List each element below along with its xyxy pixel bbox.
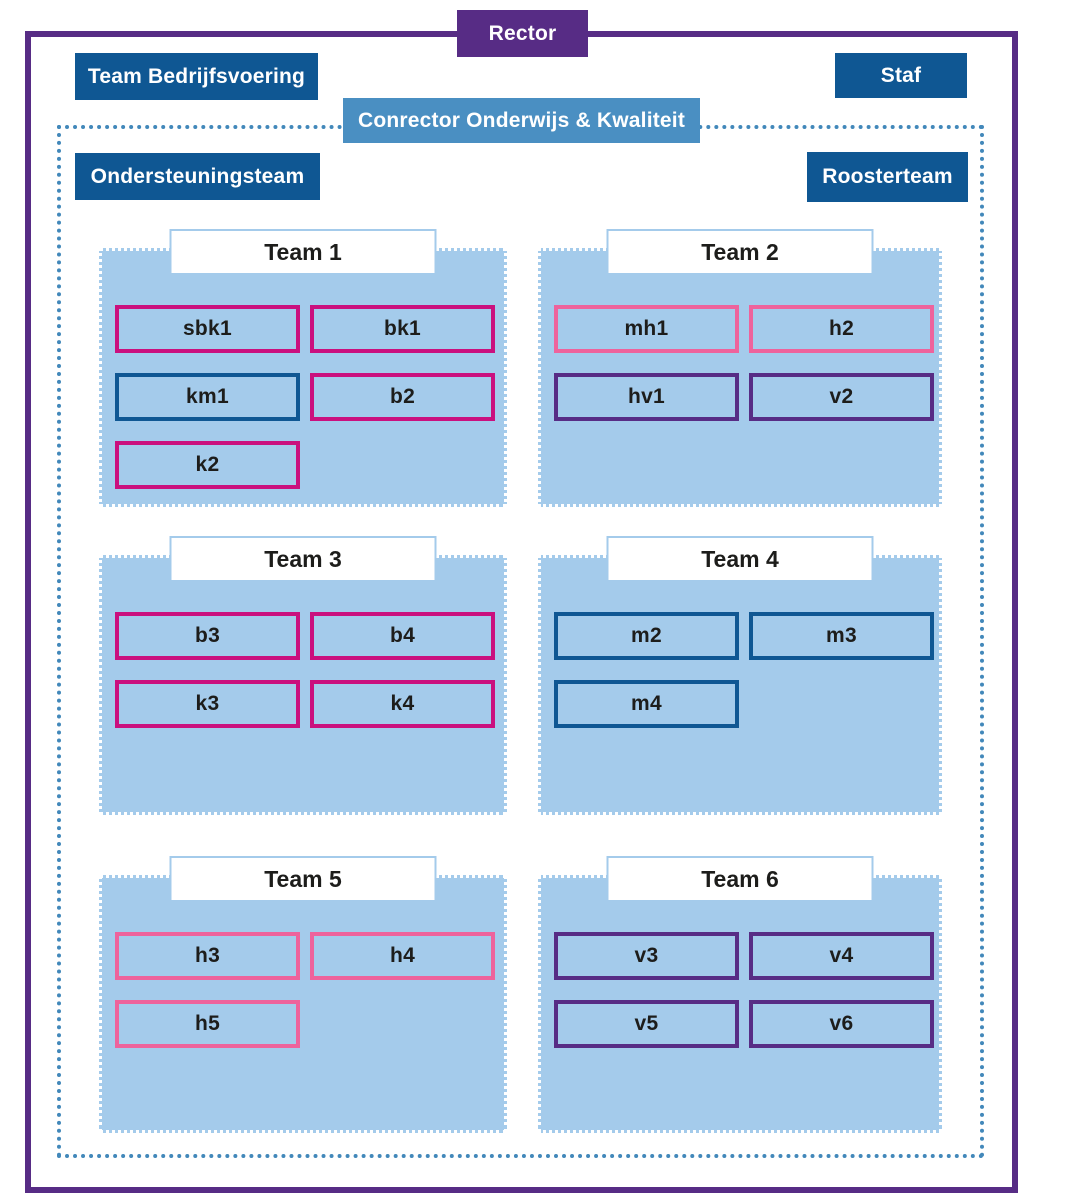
team-title-team-2: Team 2 <box>606 229 874 275</box>
group-box-v5: v5 <box>554 1000 739 1048</box>
group-box-m2: m2 <box>554 612 739 660</box>
group-box-v4: v4 <box>749 932 934 980</box>
group-box-k4: k4 <box>310 680 495 728</box>
rector-box: Rector <box>457 10 588 57</box>
group-box-h4: h4 <box>310 932 495 980</box>
group-box-h5: h5 <box>115 1000 300 1048</box>
group-box-sbk1: sbk1 <box>115 305 300 353</box>
team-title-team-1: Team 1 <box>169 229 437 275</box>
group-box-v6: v6 <box>749 1000 934 1048</box>
group-box-b3: b3 <box>115 612 300 660</box>
ondersteuningsteam-box: Ondersteuningsteam <box>75 153 320 200</box>
group-box-v3: v3 <box>554 932 739 980</box>
group-box-bk1: bk1 <box>310 305 495 353</box>
team-title-team-4: Team 4 <box>606 536 874 582</box>
group-box-v2: v2 <box>749 373 934 421</box>
group-box-m3: m3 <box>749 612 934 660</box>
group-box-k3: k3 <box>115 680 300 728</box>
team-bedrijfsvoering-box: Team Bedrijfsvoering <box>75 53 318 100</box>
group-box-m4: m4 <box>554 680 739 728</box>
group-box-hv1: hv1 <box>554 373 739 421</box>
group-box-h3: h3 <box>115 932 300 980</box>
group-box-h2: h2 <box>749 305 934 353</box>
team-title-team-6: Team 6 <box>606 856 874 902</box>
group-box-b2: b2 <box>310 373 495 421</box>
group-box-b4: b4 <box>310 612 495 660</box>
conrector-box: Conrector Onderwijs & Kwaliteit <box>343 98 700 143</box>
roosterteam-box: Roosterteam <box>807 152 968 202</box>
group-box-km1: km1 <box>115 373 300 421</box>
team-title-team-5: Team 5 <box>169 856 437 902</box>
group-box-mh1: mh1 <box>554 305 739 353</box>
team-title-team-3: Team 3 <box>169 536 437 582</box>
staf-box: Staf <box>835 53 967 98</box>
group-box-k2: k2 <box>115 441 300 489</box>
